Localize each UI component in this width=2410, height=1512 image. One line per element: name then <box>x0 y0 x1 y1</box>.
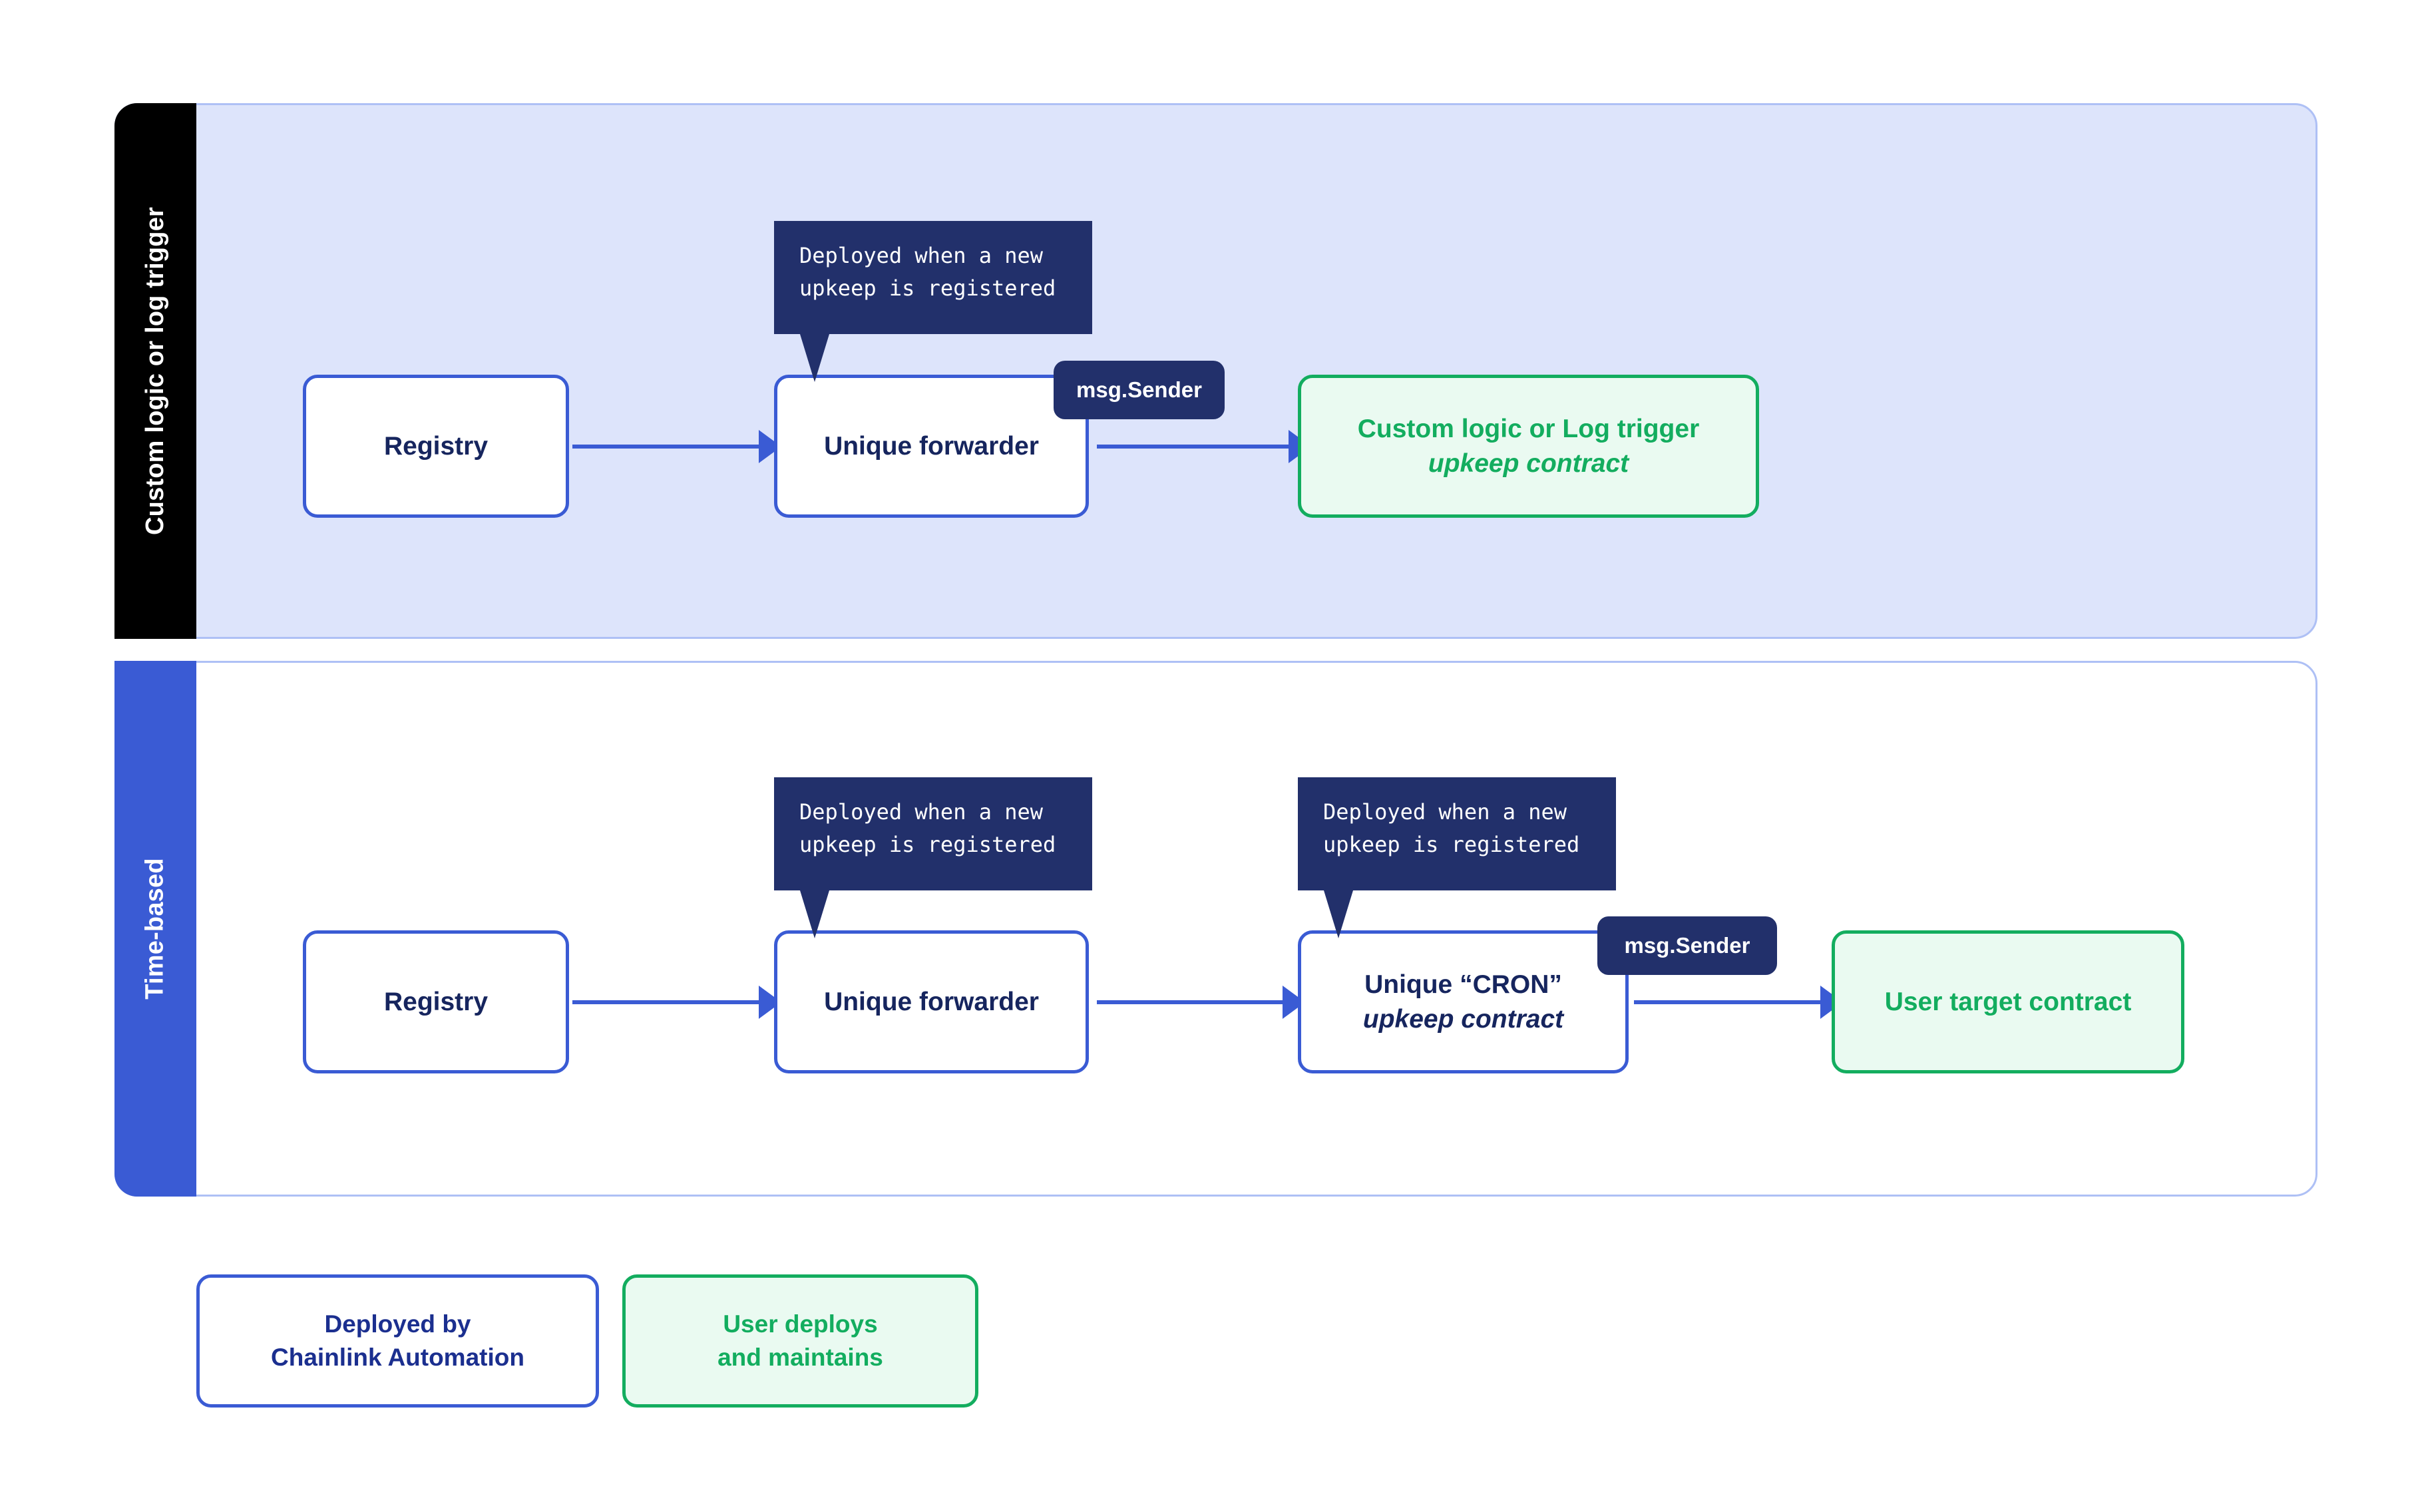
arrow-registry-to-forwarder-line-timed <box>572 1000 765 1004</box>
node-user-target-contract[interactable]: User target contract <box>1832 930 2184 1073</box>
legend-line1: User deploys <box>723 1310 878 1338</box>
arrow-forwarder-to-upkeep-line <box>1097 445 1297 449</box>
badge-msg-sender-timed: msg.Sender <box>1597 916 1777 975</box>
arrow-registry-to-forwarder-line <box>572 445 765 449</box>
node-label-line2: upkeep contract <box>1428 449 1629 478</box>
callout-forwarder-timed: Deployed when a new upkeep is registered <box>774 777 1092 890</box>
badge-msg-sender-custom: msg.Sender <box>1054 361 1225 419</box>
lane-tab-label: Time-based <box>141 858 170 1000</box>
node-label-line1: Registry <box>383 987 489 1016</box>
legend-user-deploys: User deploys and maintains <box>622 1274 978 1408</box>
lane-tab-time-based: Time-based <box>114 661 196 1197</box>
callout-forwarder-timed-tail <box>800 890 829 938</box>
node-label-line1: Unique “CRON” <box>1364 970 1562 1000</box>
badge-label: msg.Sender <box>1624 933 1750 958</box>
node-unique-forwarder-timed[interactable]: Unique forwarder <box>774 930 1089 1073</box>
legend-line2: and maintains <box>717 1344 883 1371</box>
badge-label: msg.Sender <box>1076 377 1202 402</box>
lane-time-based <box>114 661 2317 1197</box>
legend-line2: Chainlink Automation <box>271 1344 524 1371</box>
lane-tab-custom-logic-or-log-trigger: Custom logic or log trigger <box>114 103 196 639</box>
node-label-line1: Unique forwarder <box>824 987 1039 1016</box>
node-label-line1: Unique forwarder <box>824 431 1039 461</box>
node-registry-custom[interactable]: Registry <box>303 375 569 518</box>
legend-deployed-by-chainlink: Deployed by Chainlink Automation <box>196 1274 599 1408</box>
callout-cron-timed: Deployed when a new upkeep is registered <box>1298 777 1616 890</box>
node-label-line1: Custom logic or Log trigger <box>1357 415 1700 444</box>
lane-tab-label: Custom logic or log trigger <box>141 206 170 536</box>
node-label-line1: User target contract <box>1884 987 2132 1016</box>
arrow-forwarder-to-cron-line <box>1097 1000 1290 1004</box>
node-upkeep-contract-custom[interactable]: Custom logic or Log trigger upkeep contr… <box>1298 375 1759 518</box>
callout-forwarder-custom: Deployed when a new upkeep is registered <box>774 221 1092 334</box>
node-cron-upkeep-contract[interactable]: Unique “CRON” upkeep contract <box>1298 930 1629 1073</box>
legend-line1: Deployed by <box>324 1310 471 1338</box>
node-label-line1: Registry <box>383 431 489 461</box>
arrow-cron-to-target-line <box>1634 1000 1827 1004</box>
node-label-line2: upkeep contract <box>1362 1004 1564 1034</box>
node-unique-forwarder-custom[interactable]: Unique forwarder <box>774 375 1089 518</box>
callout-forwarder-custom-tail <box>800 334 829 382</box>
node-registry-timed[interactable]: Registry <box>303 930 569 1073</box>
callout-cron-timed-tail <box>1324 890 1353 938</box>
